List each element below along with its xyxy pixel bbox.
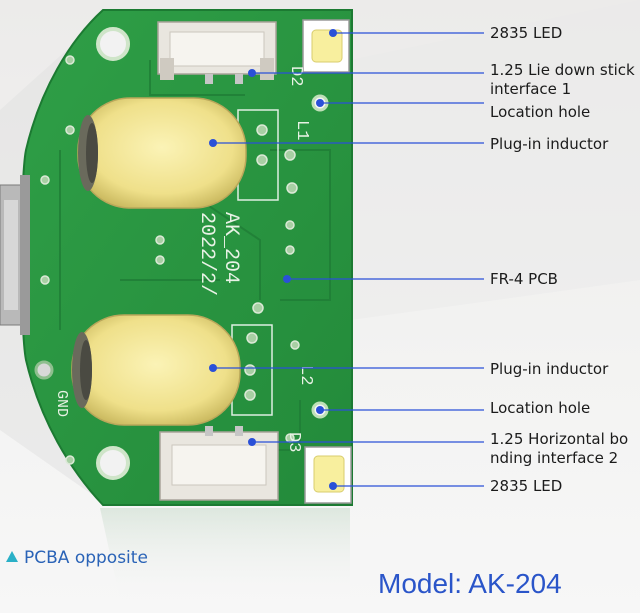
callout-label-line: 2835 LED	[490, 24, 563, 42]
silk-part-code: AK_204	[219, 212, 242, 284]
callout-label-location-hole-bottom: Location hole	[490, 399, 590, 418]
callout-label-line: Plug-in inductor	[490, 135, 609, 153]
caption-text: PCBA opposite	[24, 548, 148, 568]
led-top-component	[302, 19, 350, 73]
callout-label-line: 1.25 Lie down stick	[490, 61, 635, 79]
inductor-bottom	[71, 314, 241, 426]
silk-l1: L1	[292, 120, 311, 140]
callout-dot-inductor-top	[209, 139, 217, 147]
callout-label-line: nding interface 2	[490, 449, 619, 467]
callout-dot-location-hole-bottom	[316, 406, 324, 414]
silk-gnd: GND	[53, 390, 70, 417]
callout-label-led-top: 2835 LED	[490, 24, 562, 43]
callout-label-line: 2835 LED	[490, 477, 563, 495]
pcb-traces	[59, 60, 331, 451]
silk-d2: D2	[286, 66, 305, 86]
callout-label-line: Plug-in inductor	[490, 360, 609, 378]
callout-dot-interface-2	[248, 438, 256, 446]
connector-2	[159, 426, 279, 501]
callout-label-led-bottom: 2835 LED	[490, 477, 562, 496]
led-bottom-component	[304, 446, 352, 504]
model-label: Model: AK-204	[378, 568, 562, 599]
callout-dot-location-hole-top	[316, 99, 324, 107]
callout-label-location-hole-top: Location hole	[490, 103, 590, 122]
background-facet	[350, 0, 640, 320]
callout-label-inductor-top: Plug-in inductor	[490, 135, 608, 154]
callout-dot-inductor-bottom	[209, 364, 217, 372]
callout-label-line: 1.25 Horizontal bo	[490, 430, 629, 448]
callout-label-inductor-bottom: Plug-in inductor	[490, 360, 608, 379]
callout-layer	[209, 29, 484, 490]
callout-dot-interface-1	[248, 69, 256, 77]
callout-dot-led-bottom	[329, 482, 337, 490]
silk-l2: L2	[296, 365, 315, 385]
connector-1	[157, 21, 277, 84]
callout-label-line: Location hole	[490, 399, 591, 417]
via-pads	[40, 55, 300, 465]
callout-dot-led-top	[329, 29, 337, 37]
board-reflection	[100, 508, 350, 600]
caption: PCBA opposite	[6, 548, 148, 568]
mounting-hole	[96, 27, 130, 480]
callout-label-line: Location hole	[490, 103, 591, 121]
silk-date-code: 2022/2/	[195, 212, 218, 296]
callout-label-line: FR-4 PCB	[490, 270, 558, 288]
triangle-icon	[6, 551, 18, 562]
callout-dot-pcb	[283, 275, 291, 283]
callout-label-line: interface 1	[490, 80, 572, 98]
gnd-pad	[34, 360, 54, 380]
usb-connector	[0, 175, 30, 335]
inductor-top	[77, 97, 247, 209]
callout-label-pcb: FR-4 PCB	[490, 270, 558, 289]
